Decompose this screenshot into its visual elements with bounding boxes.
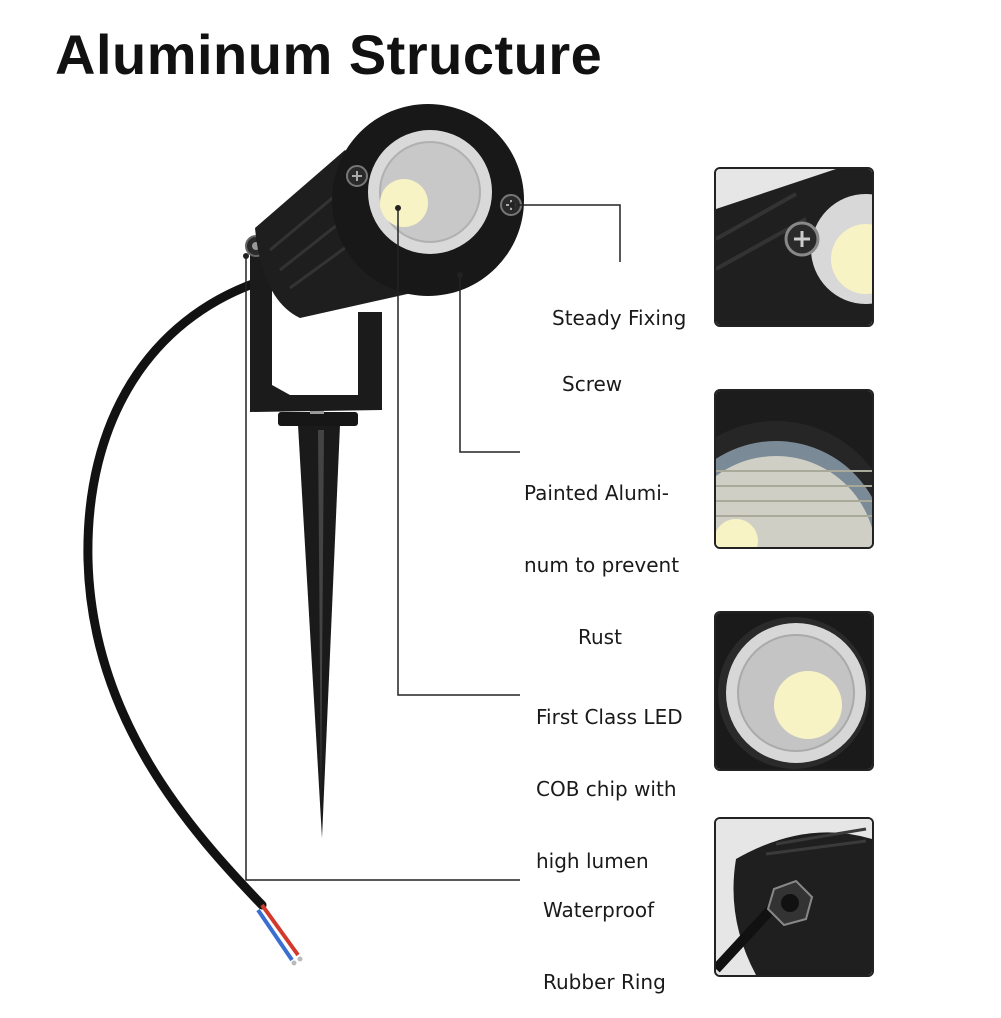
leader-line-ring xyxy=(245,256,520,881)
thumbnail-screw-closeup xyxy=(714,167,874,327)
ground-spike xyxy=(298,425,340,838)
leader-line-screw xyxy=(512,204,621,262)
led-cob-closeup-icon xyxy=(716,613,872,769)
page-title: Aluminum Structure xyxy=(55,23,603,86)
power-cable xyxy=(83,277,267,910)
callout-waterproof-ring: Waterproof Rubber Ring xyxy=(543,850,666,1018)
thumbnail-led-closeup xyxy=(714,611,874,771)
callout-line: Painted Alumi- xyxy=(524,481,670,505)
wire-red xyxy=(260,903,300,957)
callout-line: high lumen xyxy=(536,849,649,873)
callout-line: Screw xyxy=(562,372,623,396)
leader-line-painted xyxy=(459,275,520,453)
led-cob-chip xyxy=(380,179,428,227)
screw-closeup-icon xyxy=(716,169,872,325)
callout-painted-aluminum: Painted Alumi- num to prevent Rust xyxy=(524,433,679,673)
callout-line: Steady Fixing xyxy=(552,306,687,330)
thumbnail-rubber-ring-closeup xyxy=(714,817,874,977)
callout-line: num to prevent xyxy=(524,553,680,577)
thumbnail-painted-closeup xyxy=(714,389,874,549)
callout-line: First Class LED xyxy=(536,705,683,729)
callout-steady-fixing-screw: Steady Fixing Screw xyxy=(552,258,686,420)
callout-led-cob-chip: First Class LED COB chip with high lumen xyxy=(536,657,683,897)
painted-housing-closeup-icon xyxy=(716,391,872,547)
wire-blue xyxy=(256,908,294,962)
callout-line: Waterproof xyxy=(543,898,655,922)
callout-line: Rubber Ring xyxy=(543,970,666,994)
callout-line: COB chip with xyxy=(536,777,677,801)
rubber-ring-closeup-icon xyxy=(716,819,872,975)
leader-line-led xyxy=(397,208,520,696)
callout-line: Rust xyxy=(578,625,622,649)
